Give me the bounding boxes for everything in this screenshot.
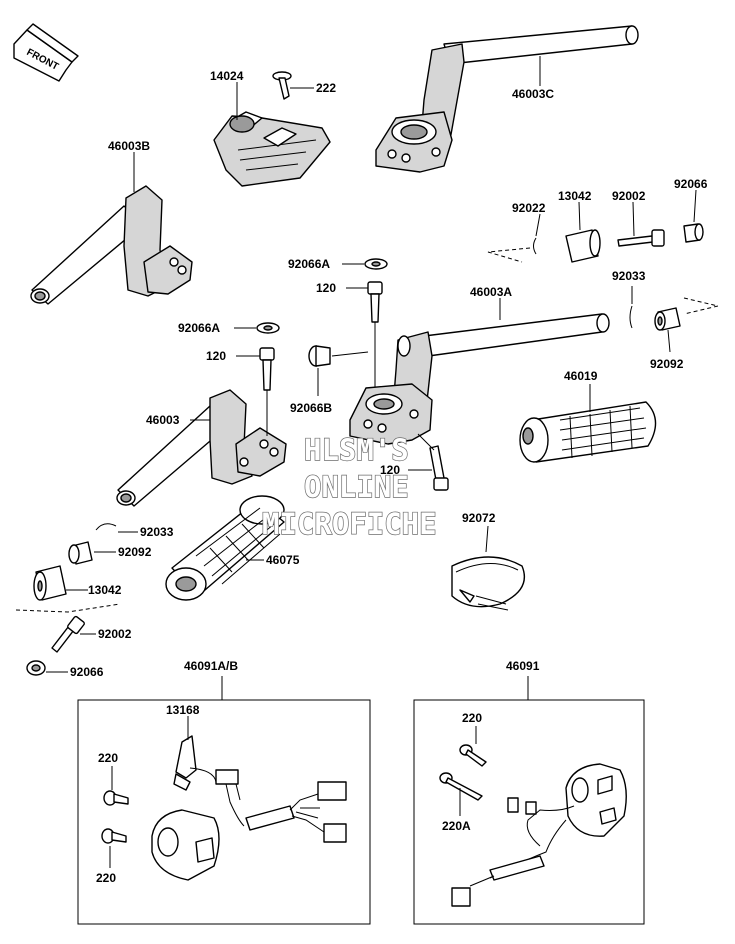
washer-92066A-left	[256, 322, 280, 334]
screw-220-lower	[101, 828, 127, 844]
label-46091: 46091	[506, 659, 540, 673]
label-13042-top: 13042	[558, 189, 592, 203]
label-92033-left: 92033	[140, 525, 174, 539]
label-92002-top: 92002	[612, 189, 646, 203]
switch-assembly-46091	[451, 763, 627, 907]
bolt-120-top	[367, 281, 383, 323]
label-46003A: 46003A	[470, 285, 512, 299]
label-120-top: 120	[316, 281, 336, 295]
box-46091	[413, 699, 645, 925]
grip-46075	[165, 495, 285, 601]
label-92033-right: 92033	[612, 269, 646, 283]
bracket-14024	[213, 111, 331, 187]
part-labels: 14024 222 46003C 46003B 92022 13042 9200…	[70, 69, 708, 885]
handlebar-46003B	[30, 185, 193, 305]
handlebar-46003	[116, 389, 287, 507]
label-120-left: 120	[206, 349, 226, 363]
label-92092-left: 92092	[118, 545, 152, 559]
cap-92066-left	[26, 660, 46, 676]
bolt-92002-left	[51, 615, 85, 653]
screw-220-right	[459, 744, 487, 767]
watermark: HLSM'S ONLINE MICROFICHE	[261, 432, 437, 541]
bolt-120-left	[259, 347, 275, 391]
cap-92066-top	[683, 223, 704, 243]
grip-46019	[519, 401, 657, 463]
label-222: 222	[316, 81, 336, 95]
ring-92033-left	[95, 523, 117, 531]
screw-222	[272, 71, 292, 100]
label-92066B: 92066B	[290, 401, 332, 415]
label-92066-left: 92066	[70, 665, 104, 679]
clip-92022	[533, 237, 537, 255]
label-14024: 14024	[210, 69, 244, 83]
collar-92092-right	[654, 307, 681, 331]
label-92066-top: 92066	[674, 177, 708, 191]
label-220-c: 220	[462, 711, 482, 725]
collar-92092-left	[68, 541, 93, 565]
label-46003B: 46003B	[108, 139, 150, 153]
band-92072	[451, 556, 526, 611]
washer-92066A-top	[364, 258, 388, 270]
label-220A: 220A	[442, 819, 471, 833]
label-46003: 46003	[146, 413, 180, 427]
ring-92033-right	[629, 305, 633, 329]
label-92022: 92022	[512, 201, 546, 215]
label-220-b: 220	[96, 871, 116, 885]
handlebar-46003A	[349, 313, 610, 445]
watermark-line-1: HLSM'S	[304, 433, 409, 467]
watermark-line-2: ONLINE	[304, 470, 409, 504]
label-46003C: 46003C	[512, 87, 554, 101]
screw-220-upper	[103, 790, 129, 806]
weight-13042-left	[33, 565, 67, 601]
label-92092-right: 92092	[650, 357, 684, 371]
screw-220A	[439, 772, 483, 801]
bolt-120-mid	[429, 445, 449, 491]
switch-assembly-46091AB	[151, 735, 347, 881]
label-46091AB: 46091A/B	[184, 659, 238, 673]
front-arrow-icon: FRONT	[13, 23, 79, 82]
watermark-line-3: MICROFICHE	[262, 507, 437, 541]
weight-13042-top	[565, 229, 601, 263]
plug-92066B	[308, 345, 331, 367]
label-46075: 46075	[266, 553, 300, 567]
handlebar-46003C	[375, 25, 639, 173]
label-13168: 13168	[166, 703, 200, 717]
label-92066A-left: 92066A	[178, 321, 220, 335]
label-120-mid: 120	[380, 463, 400, 477]
label-92072: 92072	[462, 511, 496, 525]
bolt-92002-top	[617, 229, 665, 247]
box-46091AB	[77, 699, 371, 925]
label-92002-left: 92002	[98, 627, 132, 641]
label-46019: 46019	[564, 369, 598, 383]
label-92066A-top: 92066A	[288, 257, 330, 271]
label-220-a: 220	[98, 751, 118, 765]
label-13042-left: 13042	[88, 583, 122, 597]
